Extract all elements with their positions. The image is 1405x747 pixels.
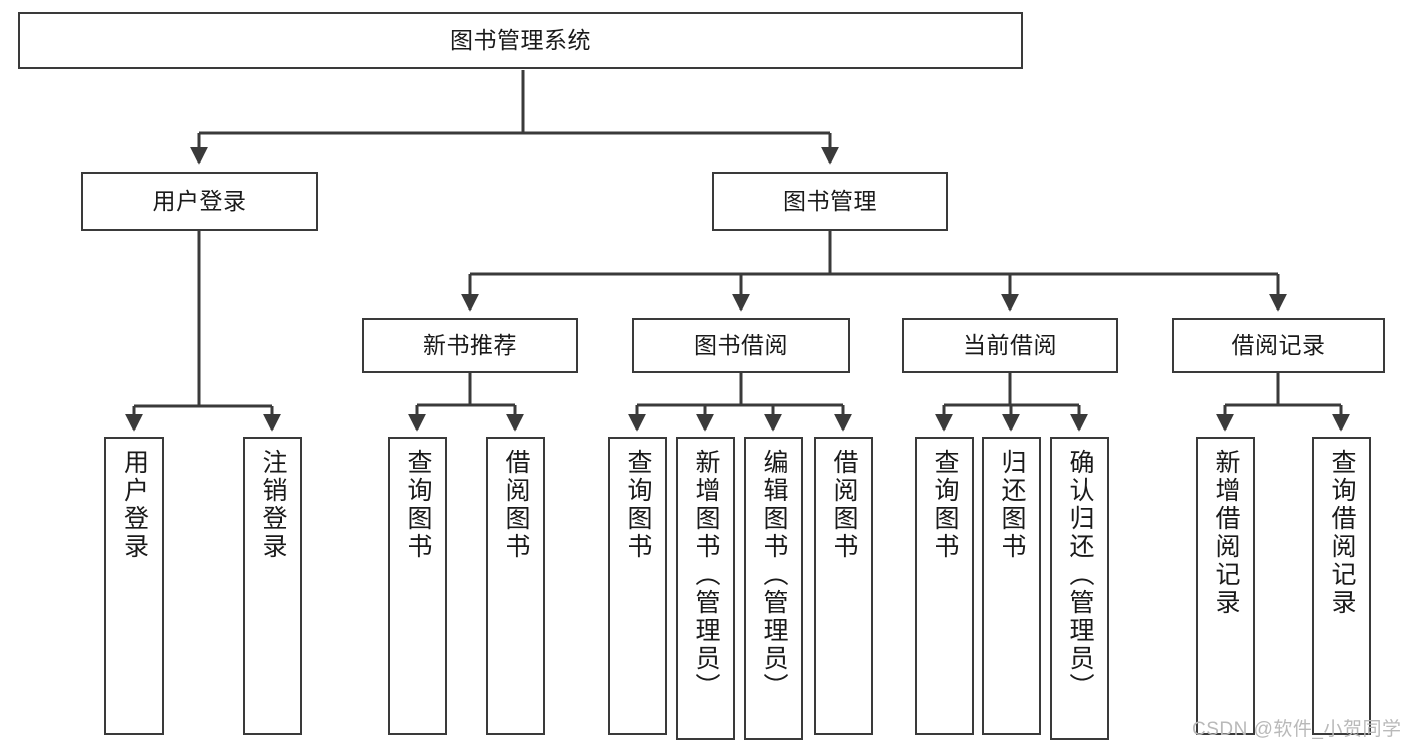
node-label: 查询图书 bbox=[931, 449, 959, 561]
leaf-borrow-add-book-admin[interactable]: 新增图书（管理员） bbox=[676, 437, 735, 740]
node-label: 新书推荐 bbox=[423, 331, 517, 358]
leaf-user-logout[interactable]: 注销登录 bbox=[243, 437, 302, 735]
leaf-user-login[interactable]: 用户登录 bbox=[104, 437, 164, 735]
node-label: 查询图书 bbox=[404, 449, 432, 561]
node-new-book-recommend[interactable]: 新书推荐 bbox=[362, 318, 578, 373]
node-label: 查询借阅记录 bbox=[1328, 449, 1356, 617]
node-root-system[interactable]: 图书管理系统 bbox=[18, 12, 1023, 69]
node-label: 借阅图书 bbox=[830, 449, 858, 561]
node-borrow-record[interactable]: 借阅记录 bbox=[1172, 318, 1385, 373]
node-book-management[interactable]: 图书管理 bbox=[712, 172, 948, 231]
node-label: 借阅图书 bbox=[502, 449, 530, 561]
node-label: 图书管理系统 bbox=[450, 26, 591, 53]
node-label: 注销登录 bbox=[259, 449, 287, 561]
node-label: 归还图书 bbox=[998, 449, 1026, 561]
node-current-borrow[interactable]: 当前借阅 bbox=[902, 318, 1118, 373]
node-label: 用户登录 bbox=[120, 449, 149, 561]
leaf-current-return-book[interactable]: 归还图书 bbox=[982, 437, 1041, 735]
leaf-current-query-book[interactable]: 查询图书 bbox=[915, 437, 974, 735]
leaf-recommend-query-book[interactable]: 查询图书 bbox=[388, 437, 447, 735]
node-label: 确认归还（管理员） bbox=[1066, 449, 1094, 701]
node-user-login[interactable]: 用户登录 bbox=[81, 172, 318, 231]
node-label: 编辑图书（管理员） bbox=[760, 449, 788, 701]
node-label: 查询图书 bbox=[624, 449, 652, 561]
node-label: 用户登录 bbox=[152, 187, 247, 214]
node-label: 当前借阅 bbox=[963, 331, 1057, 358]
leaf-recommend-borrow-book[interactable]: 借阅图书 bbox=[486, 437, 545, 735]
leaf-borrow-query-book[interactable]: 查询图书 bbox=[608, 437, 667, 735]
node-label: 图书借阅 bbox=[694, 331, 788, 358]
node-label: 新增借阅记录 bbox=[1212, 449, 1240, 617]
node-label: 新增图书（管理员） bbox=[692, 449, 720, 701]
leaf-current-confirm-return-admin[interactable]: 确认归还（管理员） bbox=[1050, 437, 1109, 740]
leaf-borrow-borrow-book[interactable]: 借阅图书 bbox=[814, 437, 873, 735]
node-label: 借阅记录 bbox=[1231, 331, 1326, 358]
leaf-record-query-record[interactable]: 查询借阅记录 bbox=[1312, 437, 1371, 735]
leaf-record-add-record[interactable]: 新增借阅记录 bbox=[1196, 437, 1255, 735]
leaf-borrow-edit-book-admin[interactable]: 编辑图书（管理员） bbox=[744, 437, 803, 740]
node-book-borrow[interactable]: 图书借阅 bbox=[632, 318, 850, 373]
node-label: 图书管理 bbox=[783, 187, 877, 214]
